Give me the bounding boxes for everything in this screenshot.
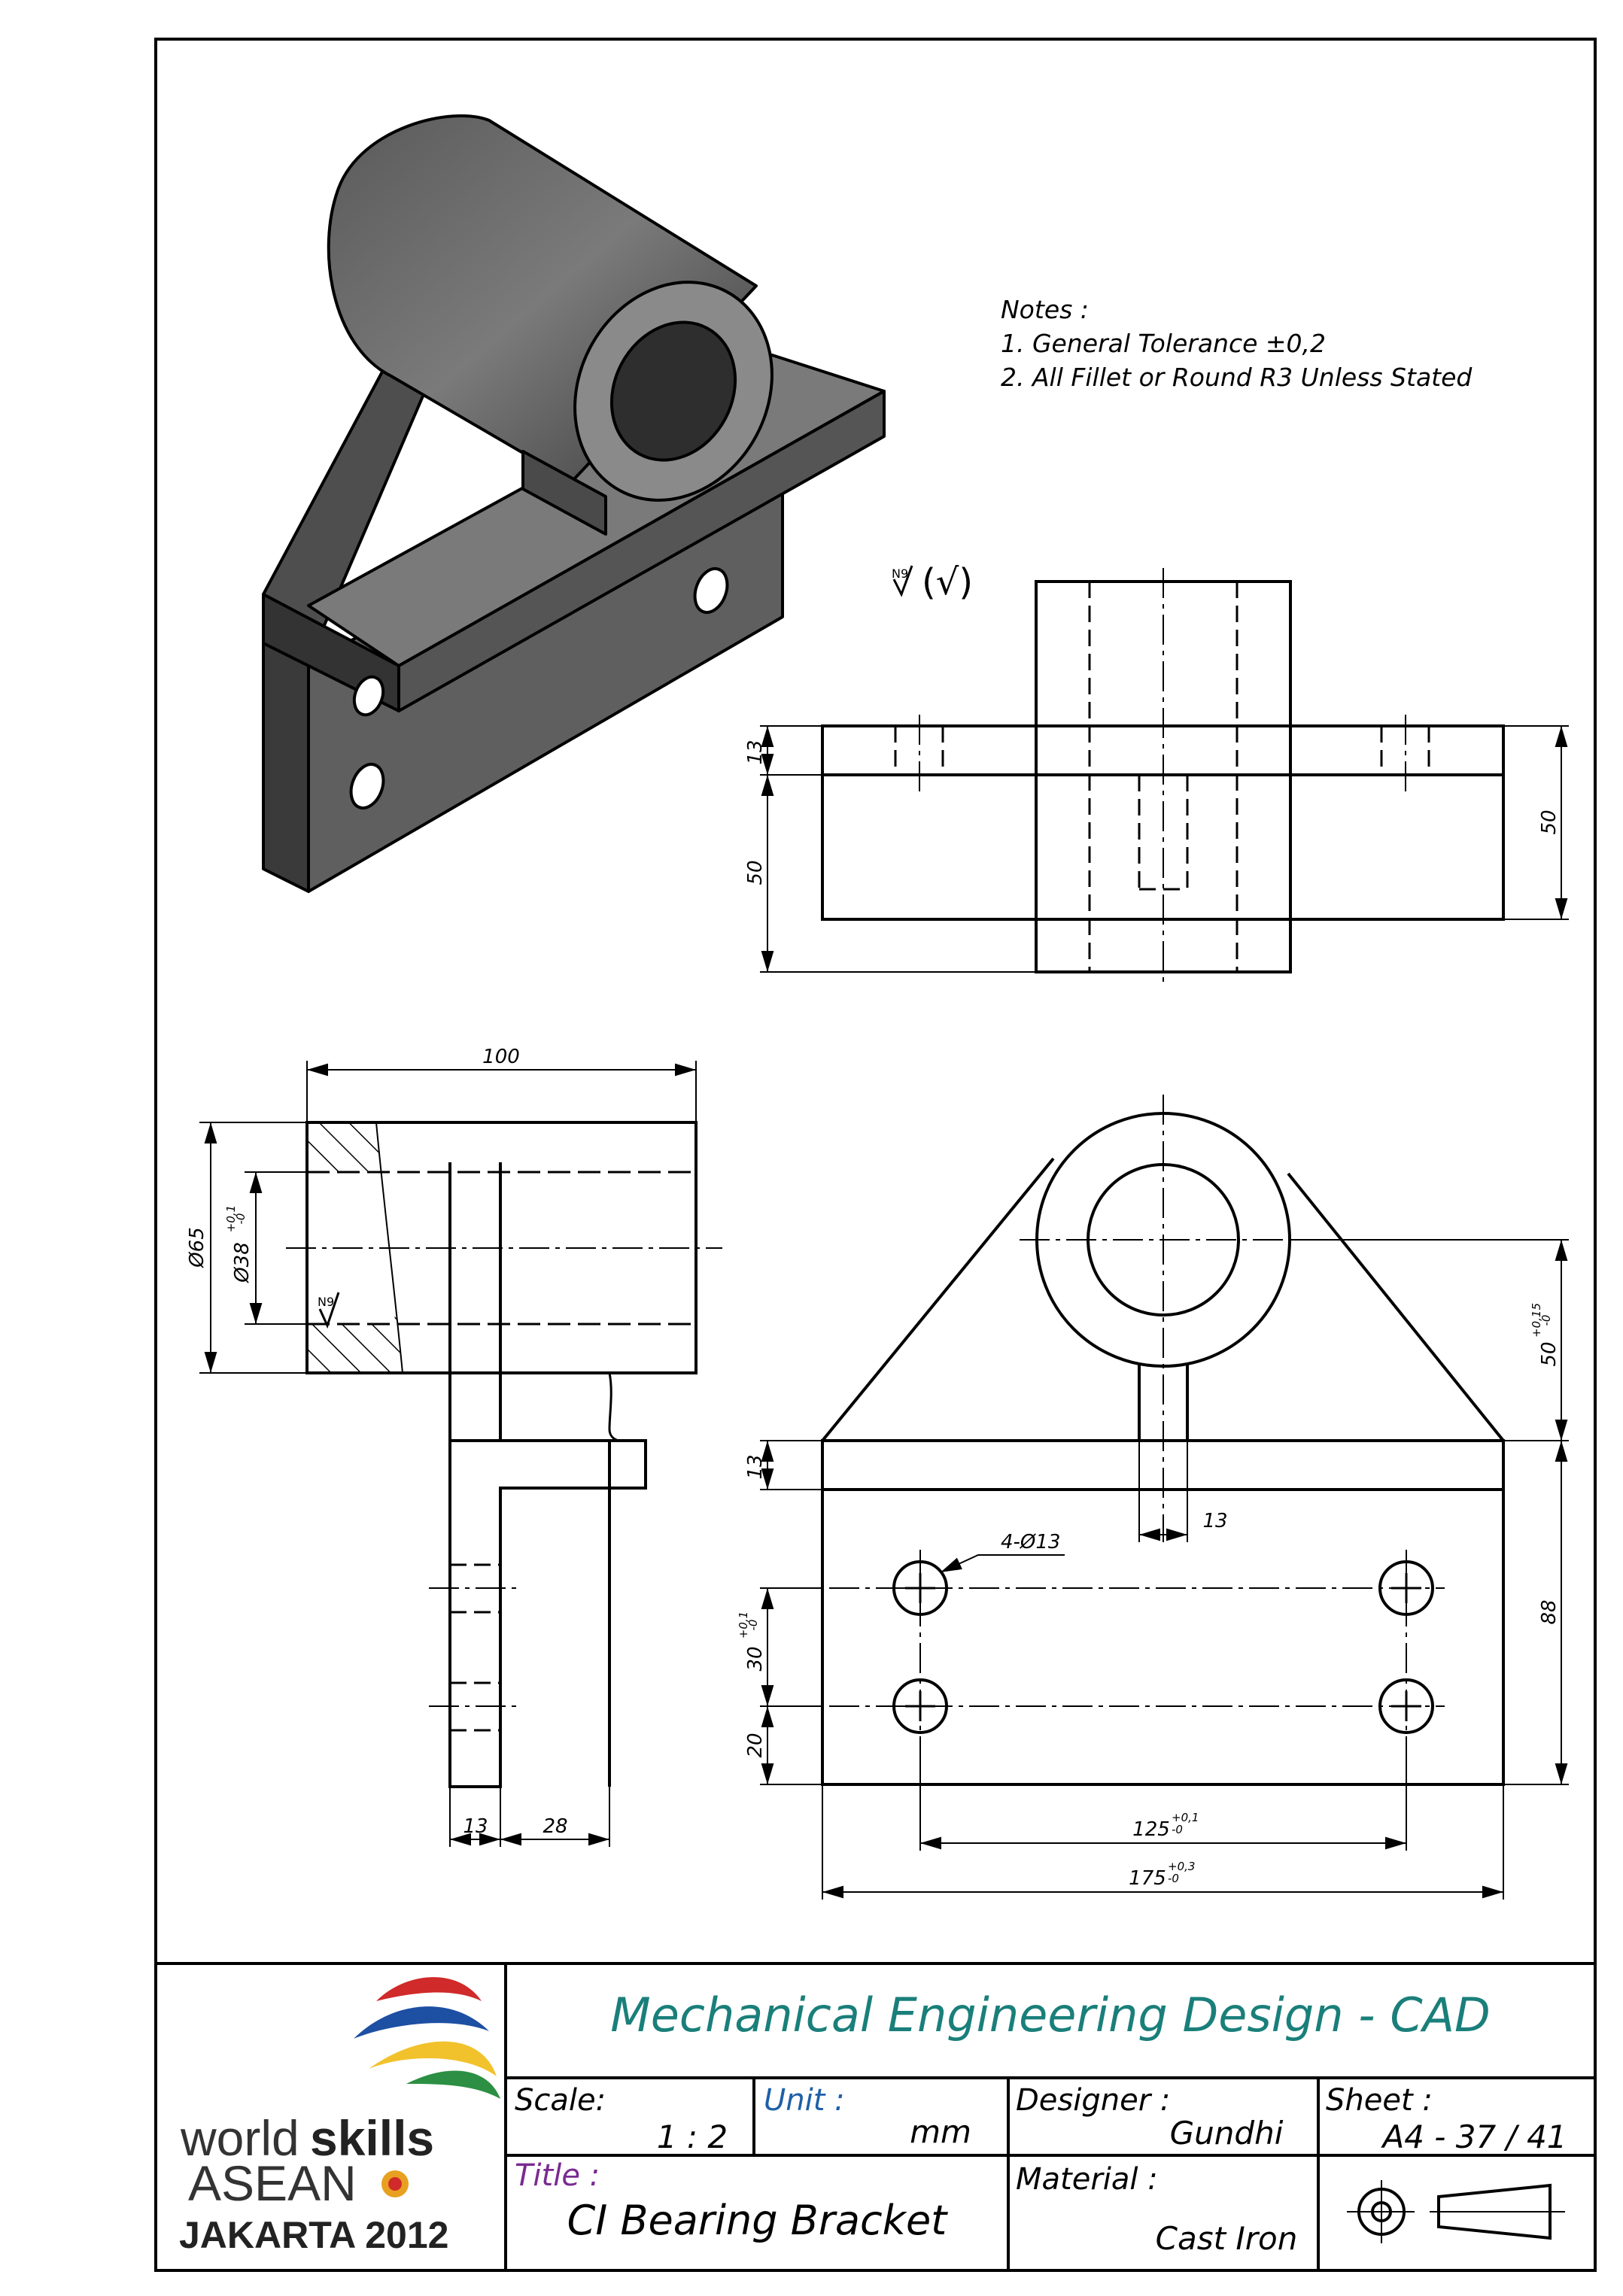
side-dim-dia65: Ø65 — [186, 1227, 208, 1268]
top-view-dims — [760, 1239, 1569, 1900]
top-dim-50-tol-low: -0 — [1539, 1315, 1553, 1326]
front-dim-50-left: 50 — [744, 860, 767, 885]
title-block — [156, 1962, 1595, 2270]
scale-label: Scale: — [515, 2083, 606, 2118]
side-dim-dia38-tol-up: +0,1 — [224, 1205, 238, 1232]
sheet-border — [154, 38, 1597, 2272]
note-item-2: 2. All Fillet or Round R3 Unless Stated — [1001, 363, 1473, 392]
top-dim-50: 50 — [1538, 1341, 1561, 1366]
side-dim-28: 28 — [543, 1815, 567, 1838]
sheet-value: A4 - 37 / 41 — [1380, 2118, 1567, 2155]
title-block-header: Mechanical Engineering Design - CAD — [610, 1988, 1491, 2042]
top-dim-20: 20 — [744, 1733, 767, 1757]
projection-symbol — [1347, 2180, 1565, 2243]
surface-bracket-label: (√) — [922, 561, 973, 603]
top-dim-13-left: 13 — [744, 1454, 767, 1479]
title-value: CI Bearing Bracket — [567, 2197, 949, 2244]
side-view — [286, 1121, 722, 1788]
top-dim-125-tol-up: +0,1 — [1172, 1811, 1199, 1824]
unit-value: mm — [910, 2113, 971, 2150]
top-dim-175-tol-up: +0,3 — [1168, 1860, 1195, 1873]
side-dim-dia38: Ø38 — [231, 1242, 254, 1283]
front-view — [821, 568, 1505, 987]
worldskills-logo: world skills ASEAN JAKARTA 2012 — [179, 1977, 500, 2256]
designer-label: Designer : — [1016, 2083, 1170, 2118]
top-dim-175: 175 — [1129, 1867, 1166, 1890]
top-dim-125-tol-low: -0 — [1172, 1823, 1183, 1836]
top-view — [783, 1095, 1505, 1786]
top-dim-30-tol-up: +0,1 — [737, 1611, 750, 1638]
note-item-1: 1. General Tolerance ±0,2 — [1001, 329, 1326, 358]
logo-skills: skills — [310, 2110, 434, 2166]
sheet-label: Sheet : — [1326, 2083, 1433, 2118]
title-label: Title : — [515, 2158, 600, 2193]
logo-world: world — [180, 2110, 299, 2166]
side-dim-dia38-tol-low: -0 — [234, 1213, 248, 1225]
front-view-dims — [760, 725, 1569, 973]
front-dim-13: 13 — [744, 740, 767, 764]
side-dim-100: 100 — [482, 1046, 520, 1068]
top-dim-30: 30 — [744, 1646, 767, 1671]
side-dim-13: 13 — [463, 1815, 488, 1838]
side-view-dims — [199, 1061, 697, 1847]
notes-heading: Notes : — [1001, 295, 1089, 324]
top-dim-125: 125 — [1132, 1818, 1170, 1841]
unit-label: Unit : — [764, 2083, 845, 2118]
top-dim-50-tol-up: +0,15 — [1530, 1303, 1543, 1338]
top-dim-holes: 4-Ø13 — [1001, 1531, 1060, 1553]
surface-n9-label: N9 — [892, 566, 908, 581]
isometric-view — [262, 114, 886, 893]
logo-asean: ASEAN — [188, 2155, 357, 2211]
material-value: Cast Iron — [1156, 2220, 1298, 2257]
notes-block: Notes : 1. General Tolerance ±0,2 2. All… — [1001, 295, 1473, 392]
surface-finish-symbol: N9 (√) — [892, 561, 973, 603]
side-n9-label: N9 — [318, 1295, 334, 1309]
scale-value: 1 : 2 — [657, 2118, 728, 2155]
material-label: Material : — [1016, 2162, 1158, 2197]
front-dim-50-right: 50 — [1538, 809, 1561, 834]
top-dim-88: 88 — [1538, 1599, 1561, 1624]
top-dim-13-slot: 13 — [1202, 1510, 1227, 1532]
logo-jakarta: JAKARTA 2012 — [179, 2214, 448, 2256]
designer-value: Gundhi — [1170, 2115, 1284, 2152]
top-dim-175-tol-low: -0 — [1168, 1872, 1179, 1885]
top-dim-30-tol-low: -0 — [746, 1620, 760, 1631]
